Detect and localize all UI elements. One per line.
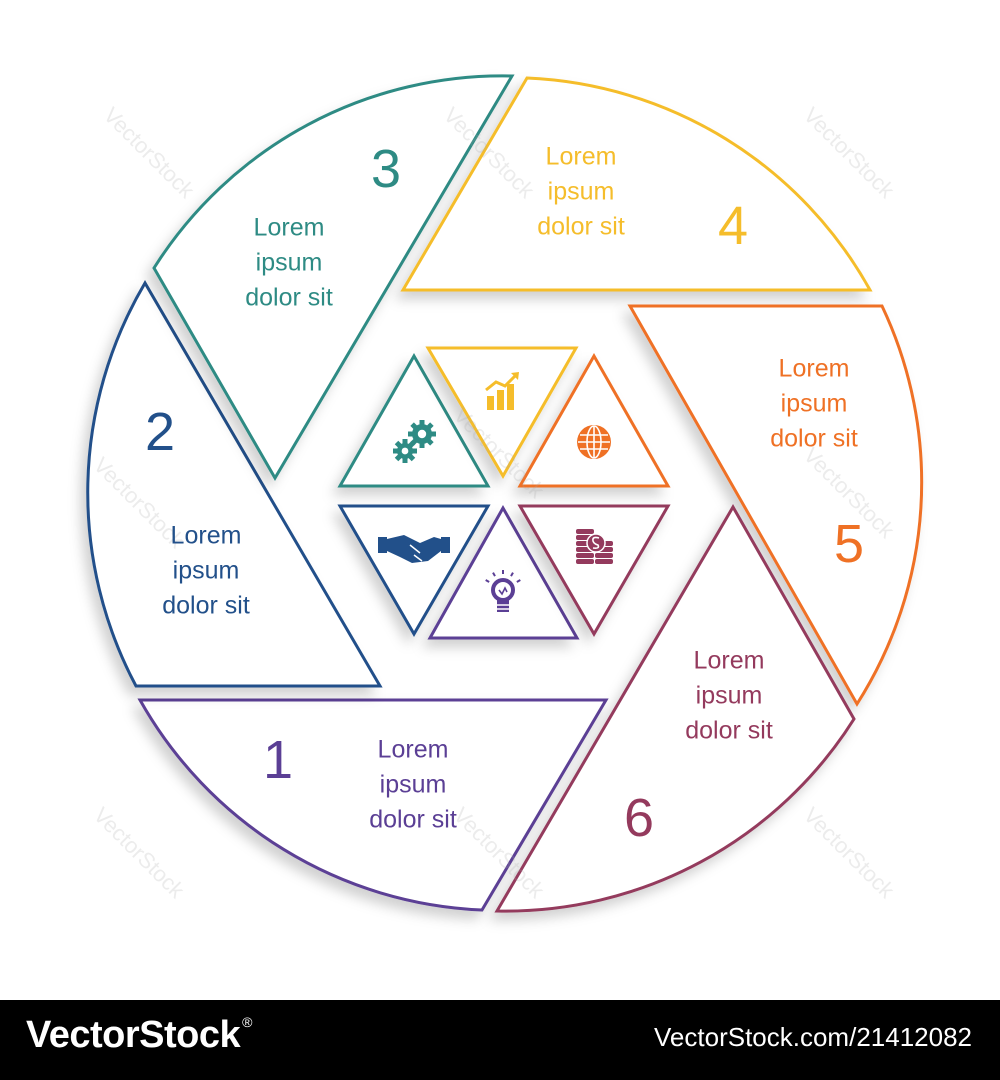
segment-3-number: 3 — [370, 139, 402, 199]
segment-5-text: Lorem ipsum dolor sit — [770, 354, 858, 453]
segment-2-shape — [86, 280, 383, 688]
segment-5-shape — [627, 304, 924, 707]
segment-6-shape — [494, 504, 856, 913]
segment-2-text: Lorem ipsum dolor sit — [162, 521, 250, 620]
lightbulb-icon — [485, 570, 521, 612]
segment-3-text: Lorem ipsum dolor sit — [245, 213, 333, 312]
footer-bar: VectorStock® VectorStock.com/21412082 — [0, 1000, 1000, 1080]
segment-1-text: Lorem ipsum dolor sit — [369, 735, 457, 834]
brand-logo: VectorStock® — [26, 1014, 252, 1057]
segment-1-shape — [137, 698, 609, 912]
handshake-icon — [378, 535, 450, 563]
segment-6-number: 6 — [623, 788, 655, 848]
segment-2-number: 2 — [144, 402, 176, 462]
hexagonal-cycle-diagram: VectorStock VectorStock VectorStock Vect… — [86, 74, 924, 913]
image-id: VectorStock.com/21412082 — [654, 1022, 972, 1052]
globe-icon — [577, 425, 611, 459]
segment-6-text: Lorem ipsum dolor sit — [685, 646, 773, 745]
segment-1-number: 1 — [262, 730, 294, 790]
segment-3-shape — [152, 74, 515, 481]
center-triangle-2 — [425, 346, 579, 479]
segment-5-number: 5 — [833, 514, 865, 574]
center-triangle-4 — [337, 504, 491, 637]
segment-4-shape — [400, 76, 873, 292]
brand-name: VectorStock — [26, 1014, 241, 1056]
growth-chart-icon — [485, 372, 519, 410]
center-triangle-1 — [337, 352, 491, 488]
registered-mark: ® — [242, 1014, 252, 1030]
coins-icon — [576, 529, 613, 564]
center-triangle-6 — [517, 504, 671, 637]
segment-4-text: Lorem ipsum dolor sit — [537, 142, 625, 241]
diagram-canvas — [86, 74, 924, 913]
center-triangle-3 — [517, 352, 671, 488]
segment-4-number: 4 — [717, 196, 749, 256]
gears-icon — [393, 420, 436, 463]
